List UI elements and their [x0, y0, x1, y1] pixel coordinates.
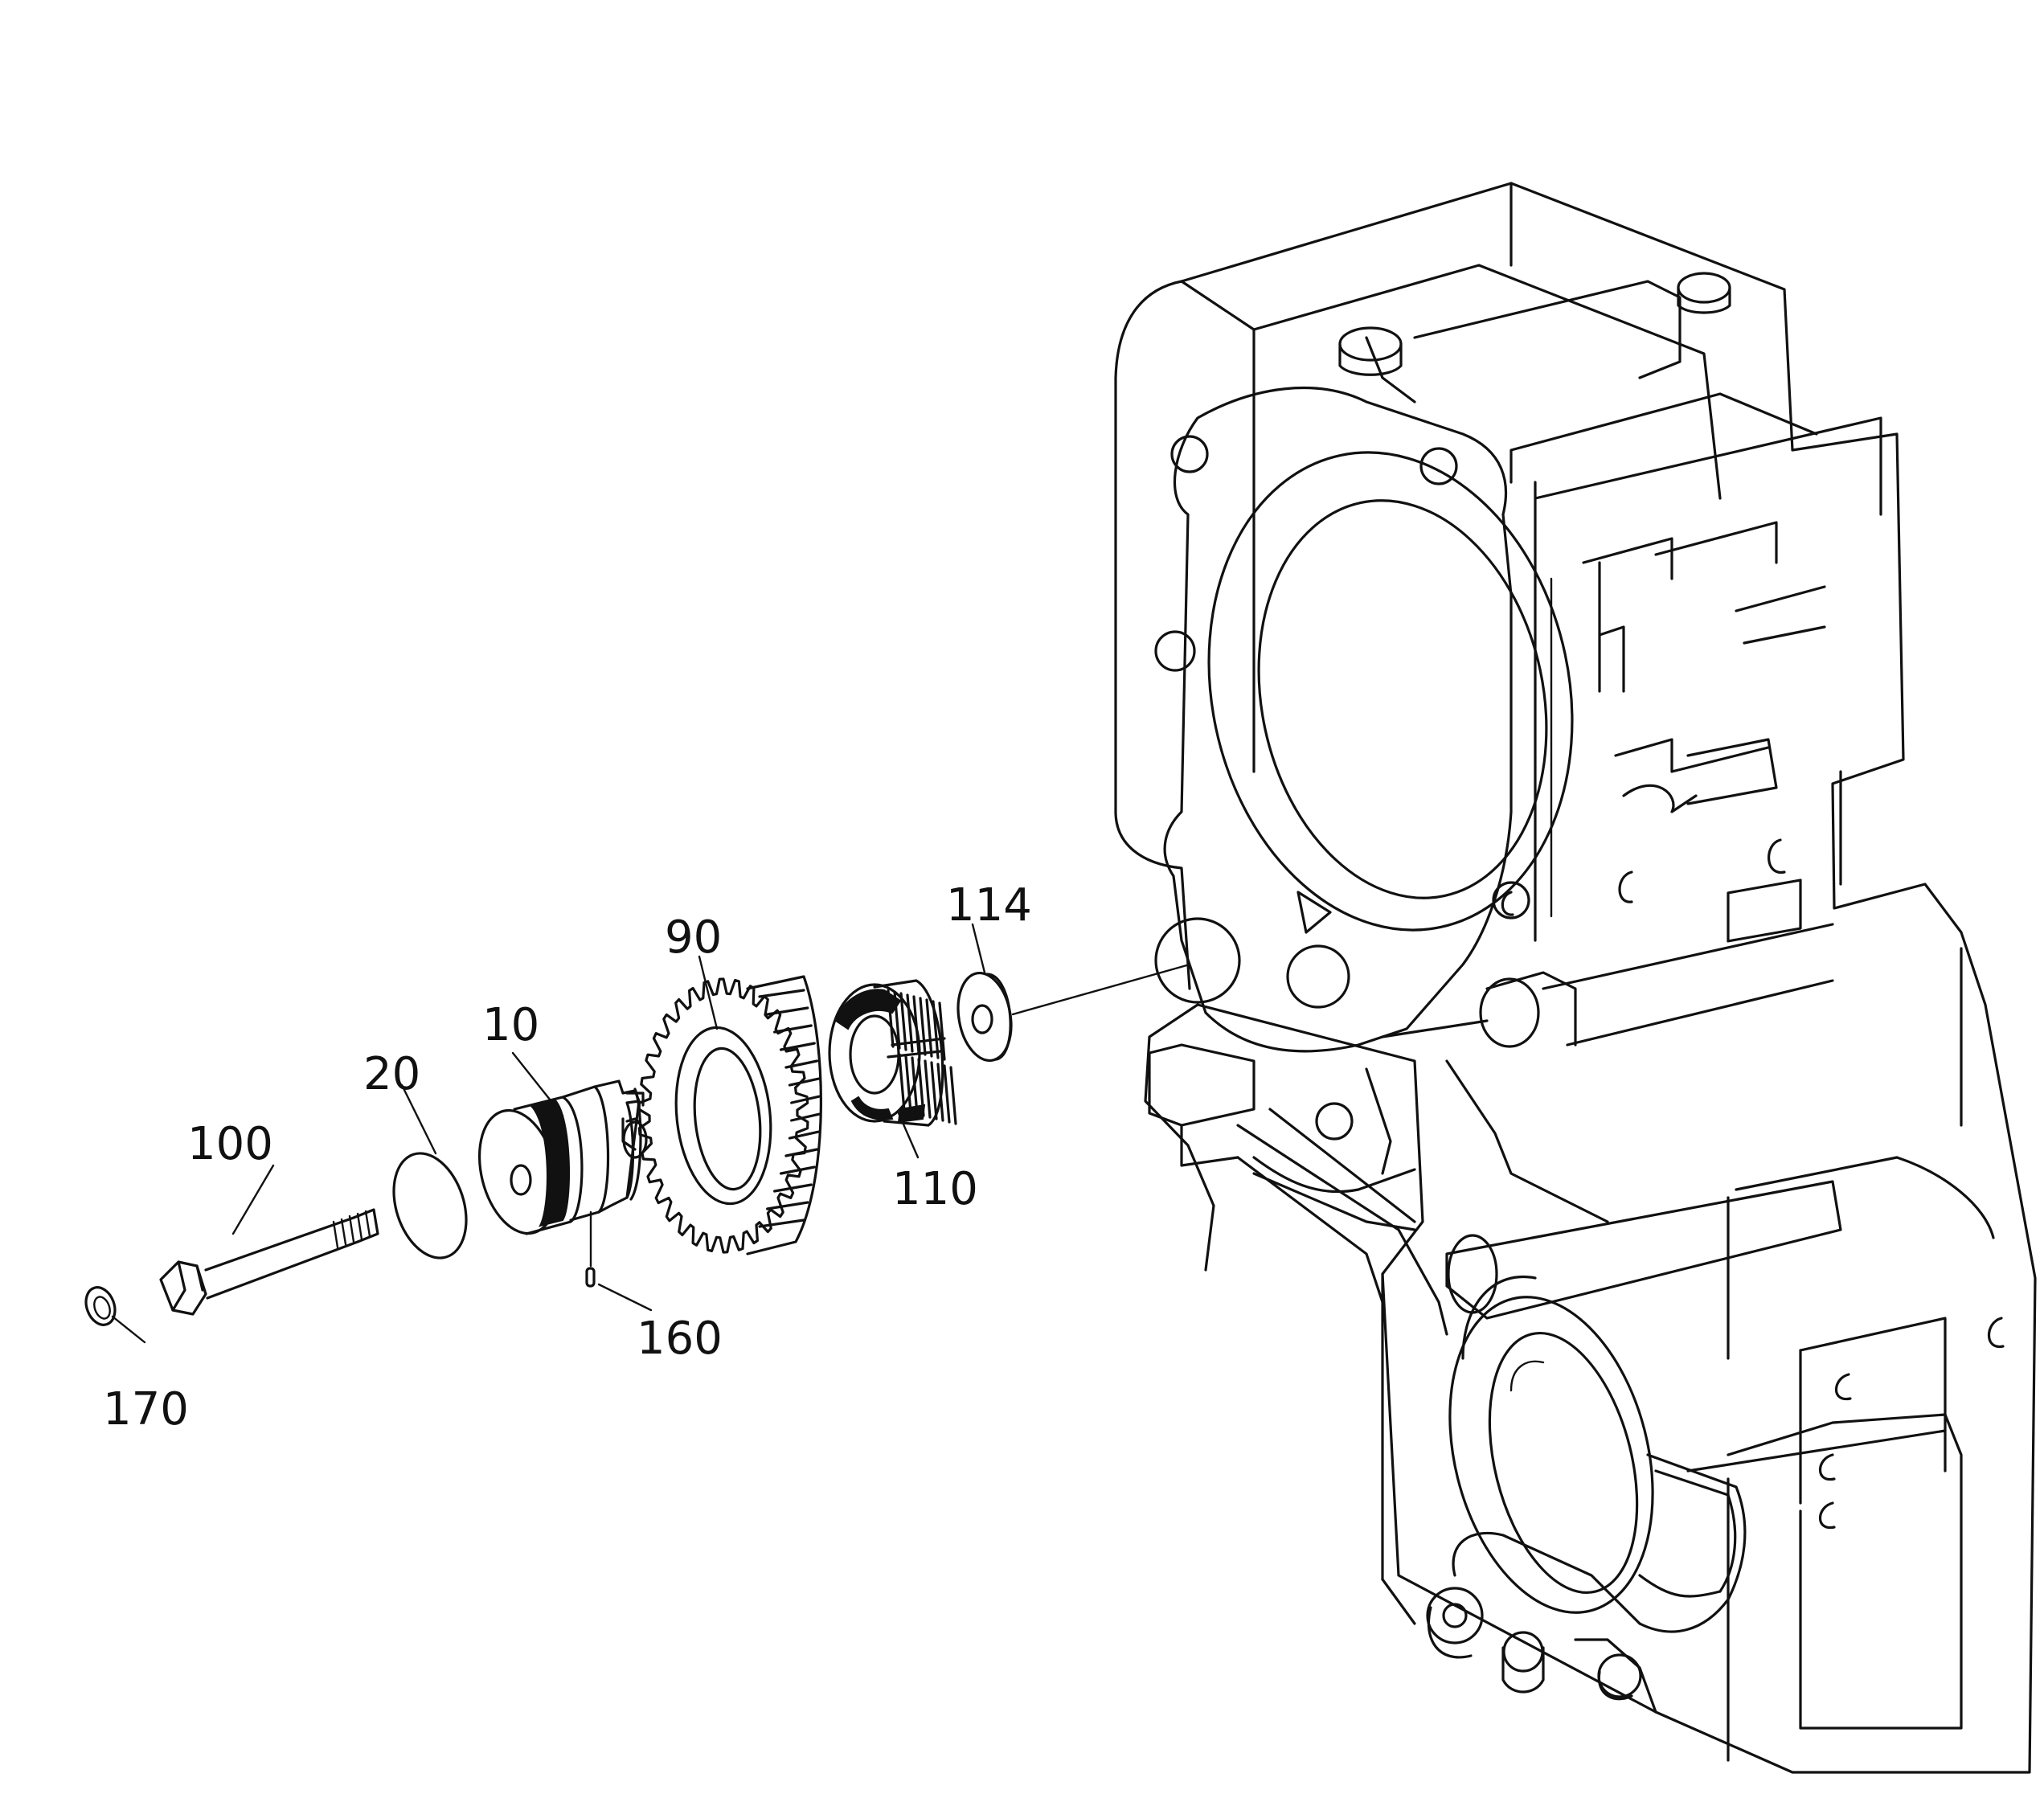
leader-160 [597, 1283, 653, 1312]
callout-160: 160 [637, 1313, 723, 1365]
callout-110: 110 [892, 1163, 978, 1215]
hub-shaft-part [477, 1079, 648, 1235]
thrust-washer-part [956, 971, 1013, 1063]
leader-lines [111, 923, 986, 1344]
callout-114: 114 [946, 879, 1032, 932]
callout-10: 10 [482, 999, 539, 1051]
bolt-part [159, 1208, 379, 1316]
callout-20: 20 [363, 1048, 420, 1100]
o-ring-part [392, 1152, 468, 1259]
pin-part [585, 1210, 596, 1288]
transmission-housing [1011, 182, 2037, 1774]
gear-part [637, 975, 822, 1255]
leader-170 [111, 1315, 146, 1344]
leader-20 [400, 1083, 437, 1155]
needle-bearing-part [828, 979, 957, 1127]
callout-100: 100 [187, 1118, 273, 1170]
leader-114 [971, 923, 986, 974]
callout-90: 90 [665, 911, 722, 964]
leader-110 [897, 1112, 920, 1159]
circlip-part [84, 1286, 117, 1326]
leader-10 [511, 1051, 564, 1117]
leader-100 [231, 1164, 275, 1235]
leader-90 [698, 955, 719, 1030]
callout-170: 170 [103, 1383, 189, 1436]
